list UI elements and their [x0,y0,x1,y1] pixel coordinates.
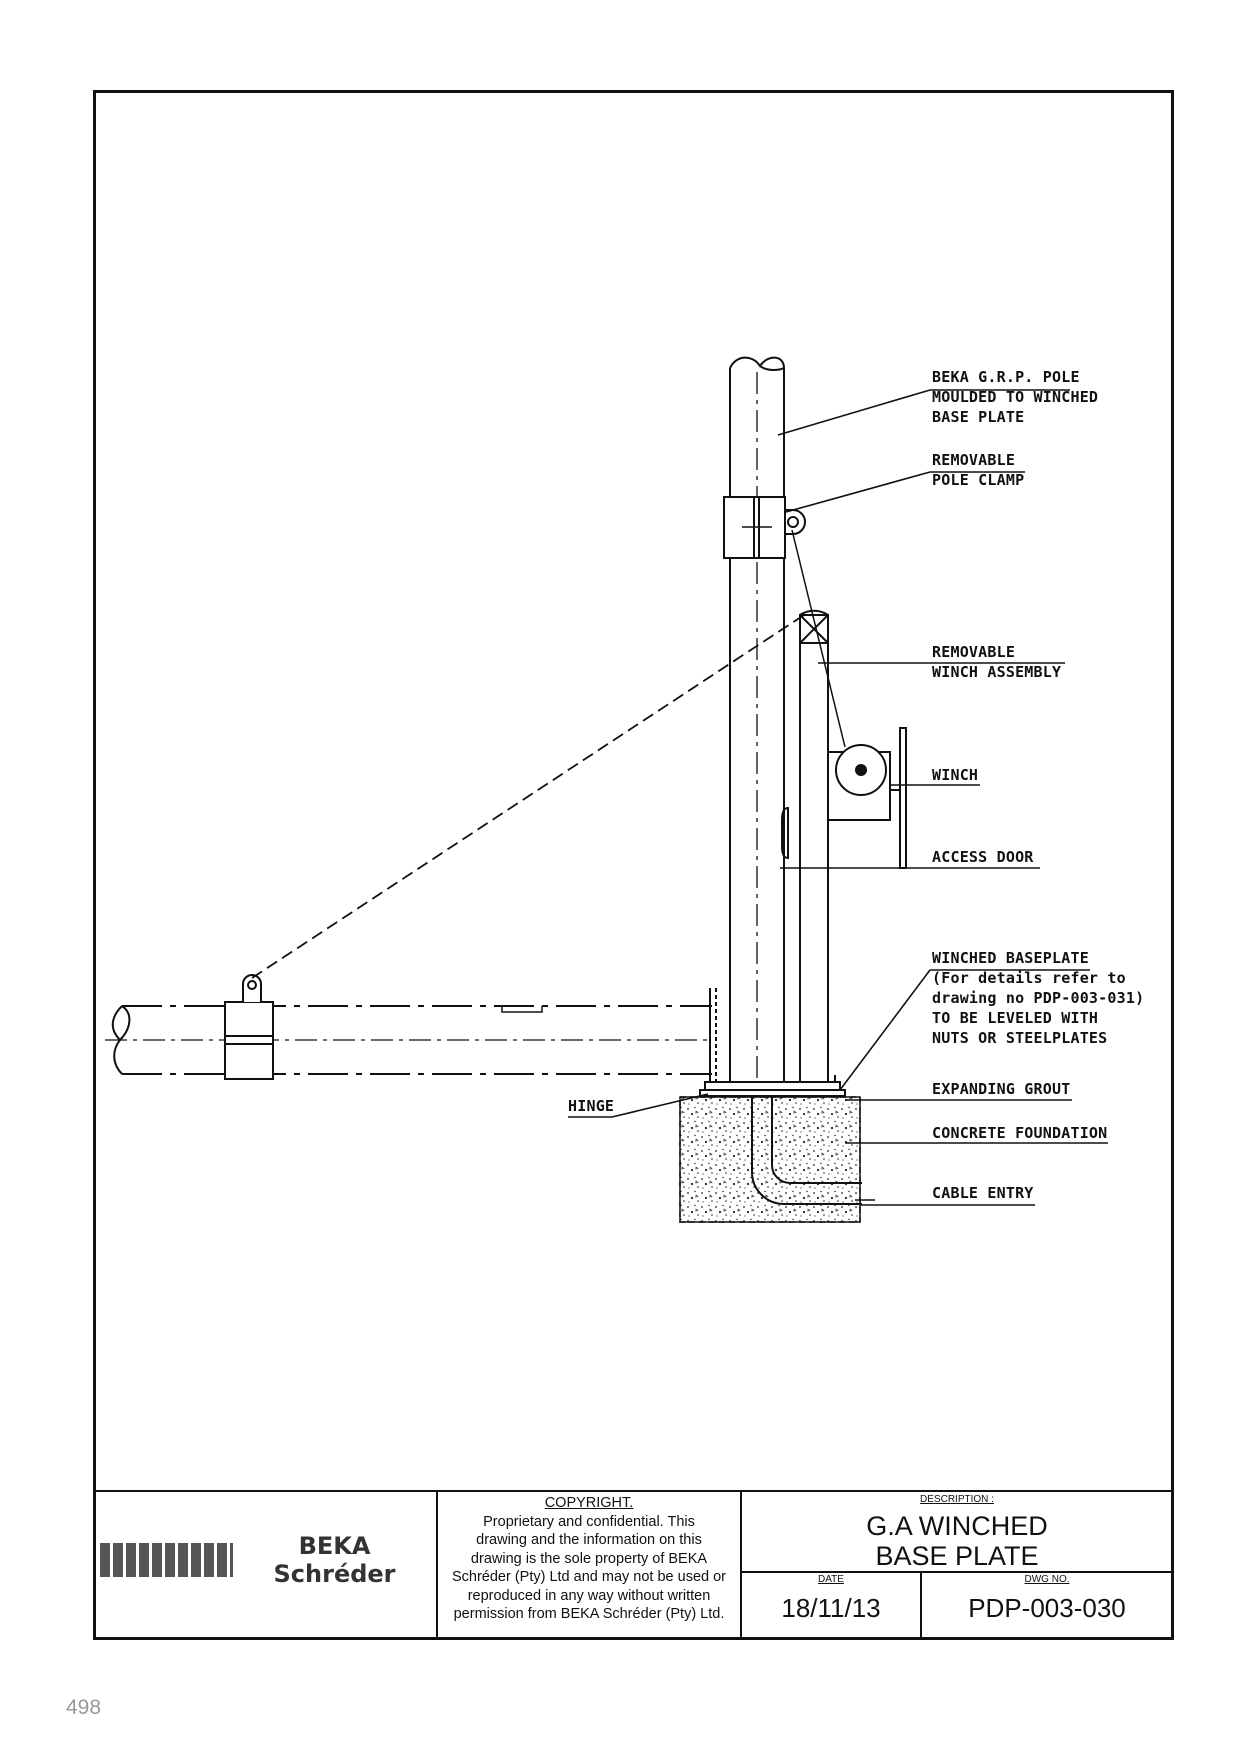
callout-baseplate-4: TO BE LEVELED WITH [932,1009,1098,1027]
copyright-line-4: Schréder (Pty) Ltd and may not be used o… [451,1569,727,1585]
callout-baseplate-5: NUTS OR STEELPLATES [932,1029,1107,1047]
description-line-1: G.A WINCHED [866,1511,1048,1541]
drawing-number-value: PDP-003-030 [968,1593,1126,1623]
page-number: 498 [66,1696,102,1719]
description-line-2: BASE PLATE [875,1541,1039,1571]
winch-cable [251,614,805,979]
callout-hinge: HINGE [568,1097,614,1115]
callout-winch: WINCH [932,766,978,784]
description-label: DESCRIPTION : [920,1494,994,1505]
leader-lines [568,389,1108,1206]
logo-wordmark: BEKA Schréder [273,1532,396,1588]
copyright-line-3: drawing is the sole property of BEKA [470,1550,708,1567]
title-block-lines [94,1490,1172,1638]
callout-access-door: ACCESS DOOR [932,848,1034,866]
copyright-line-1: Proprietary and confidential. This [483,1513,695,1530]
copyright-line-5: reproduced in any way without written [467,1587,711,1604]
upright-pole [729,356,785,1082]
callout-grout: EXPANDING GROUT [932,1080,1070,1098]
description-block: DESCRIPTION : G.A WINCHED BASE PLATE [743,1494,1171,1571]
callout-winch-assembly-2: WINCH ASSEMBLY [932,663,1061,681]
date-block: DATE 18/11/13 [743,1574,919,1624]
callout-clamp-1: REMOVABLE [932,451,1015,469]
callout-winch-assembly-1: REMOVABLE [932,643,1015,661]
copyright-heading: COPYRIGHT. [544,1495,634,1511]
callout-pole-1: BEKA G.R.P. POLE [932,368,1080,386]
winch-assembly [781,529,907,1082]
pole-clamp [723,496,806,559]
lowered-pole [105,974,717,1085]
access-door-outline [781,806,789,860]
concrete-foundation [679,1096,875,1223]
copyright-line-2: drawing and the information on this [476,1532,702,1548]
callout-baseplate-1: WINCHED BASEPLATE [932,949,1089,967]
callout-baseplate-2: (For details refer to [932,969,1126,987]
logo-mark [100,1543,234,1577]
callout-pole-2: MOULDED TO WINCHED [932,388,1098,406]
date-value: 18/11/13 [781,1593,881,1623]
copyright-line-6: permission from BEKA Schréder (Pty) Ltd. [453,1606,725,1622]
copyright-block: COPYRIGHT. Proprietary and confidential.… [439,1494,739,1624]
callout-labels: BEKA G.R.P. POLE MOULDED TO WINCHED BASE… [568,368,1144,1202]
callout-baseplate-3: drawing no PDP-003-031) [932,989,1144,1007]
callout-foundation: CONCRETE FOUNDATION [932,1124,1107,1142]
date-label: DATE [818,1574,844,1585]
drawing-number-block: DWG NO. PDP-003-030 [923,1574,1171,1624]
callout-pole-3: BASE PLATE [932,408,1024,426]
company-logo: BEKA Schréder [100,1530,432,1590]
drawing-number-label: DWG NO. [1024,1574,1070,1585]
drawing-frame [93,90,1174,1640]
baseplate [699,1075,846,1097]
callout-cable: CABLE ENTRY [932,1184,1034,1202]
callout-clamp-2: POLE CLAMP [932,471,1024,489]
